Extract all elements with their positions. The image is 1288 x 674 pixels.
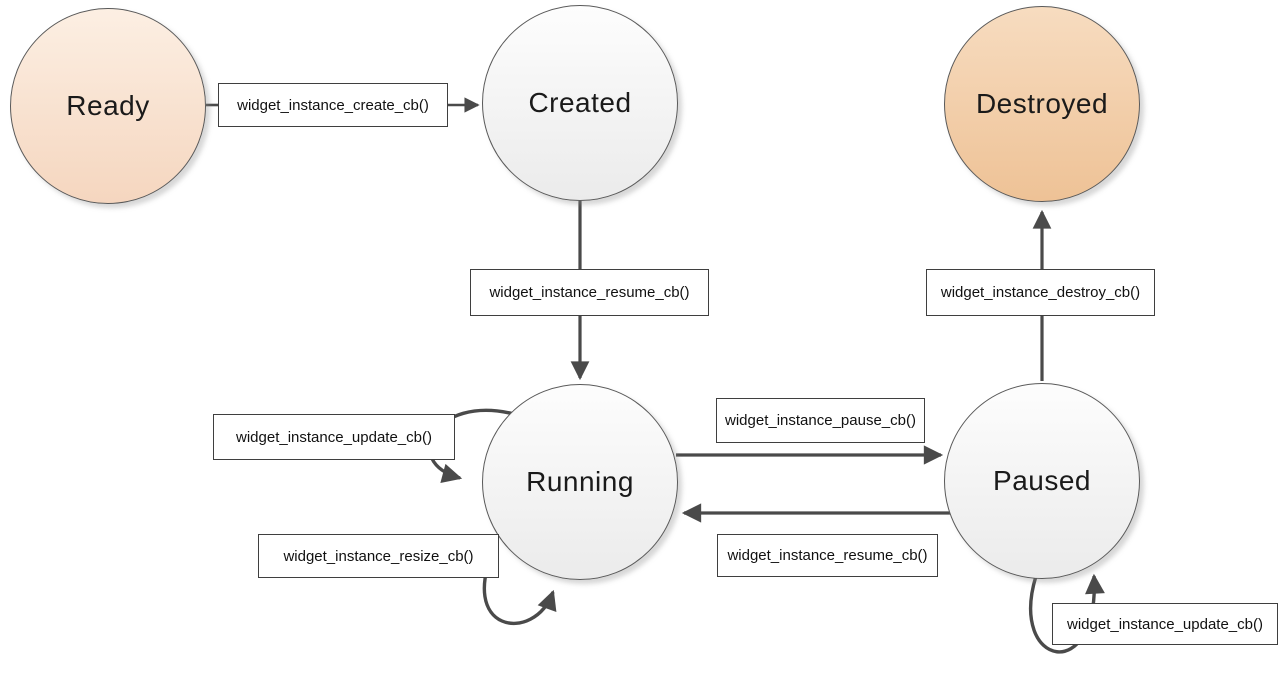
state-created: Created (482, 5, 678, 201)
state-paused: Paused (944, 383, 1140, 579)
transition-label-resize: widget_instance_resize_cb() (258, 534, 499, 578)
transition-label-resume-created-running-text: widget_instance_resume_cb() (489, 284, 690, 301)
transition-label-destroy-text: widget_instance_destroy_cb() (940, 284, 1141, 301)
transition-label-update-running: widget_instance_update_cb() (213, 414, 455, 460)
state-destroyed: Destroyed (944, 6, 1140, 202)
transition-label-resume-paused-running: widget_instance_resume_cb() (717, 534, 938, 577)
state-destroyed-label: Destroyed (975, 88, 1109, 119)
state-created-label: Created (528, 87, 632, 118)
transition-label-destroy: widget_instance_destroy_cb() (926, 269, 1155, 316)
transition-label-resume-paused-running-text: widget_instance_resume_cb() (727, 547, 928, 564)
state-running: Running (482, 384, 678, 580)
transition-label-resize-text: widget_instance_resize_cb() (283, 547, 474, 565)
state-ready: Ready (10, 8, 206, 204)
transition-label-update-paused: widget_instance_update_cb() (1052, 603, 1278, 645)
transition-label-pause-text: widget_instance_pause_cb() (725, 412, 916, 429)
state-running-label: Running (526, 466, 634, 497)
state-ready-label: Ready (66, 90, 150, 121)
transition-label-update-paused-text: widget_instance_update_cb() (1067, 615, 1263, 633)
transition-label-pause: widget_instance_pause_cb() (716, 398, 925, 443)
transition-label-update-running-text: widget_instance_update_cb() (236, 428, 432, 446)
transition-label-resume-created-running: widget_instance_resume_cb() (470, 269, 709, 316)
transition-label-create-text: widget_instance_create_cb() (237, 96, 429, 114)
state-paused-label: Paused (993, 465, 1091, 496)
transition-label-create: widget_instance_create_cb() (218, 83, 448, 127)
